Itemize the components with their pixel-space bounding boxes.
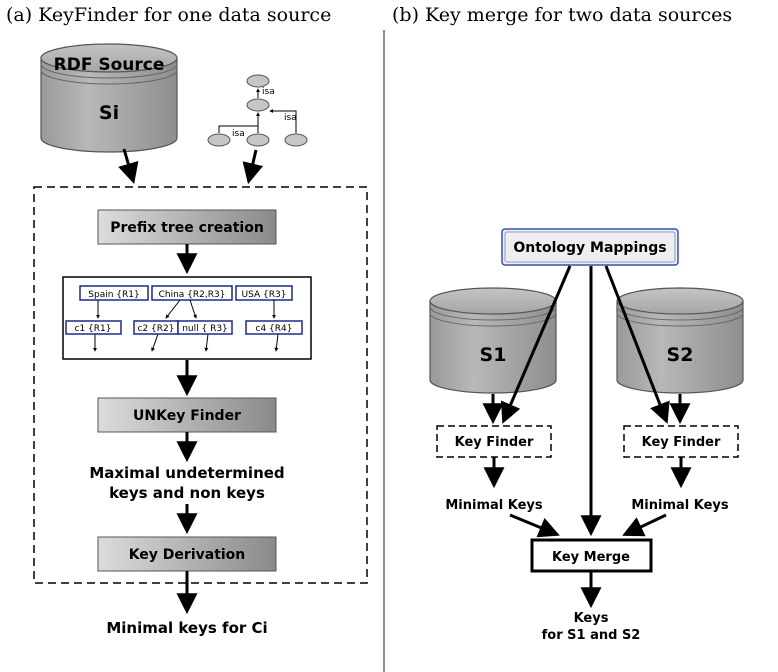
arrow-source-to-keyfinder <box>118 148 139 185</box>
isa-label: isa <box>262 87 275 97</box>
s2-label: S2 <box>667 344 694 366</box>
key-finder-right-box <box>623 425 739 458</box>
keyfinder-region <box>33 186 368 584</box>
s2-cylinder <box>616 287 744 394</box>
unkey-finder-box <box>97 397 277 433</box>
tree-node-usa: USA {R3} <box>242 290 287 300</box>
panel-b-caption: (b) Key merge for two data sources <box>392 4 732 26</box>
rdf-source-label: RDF Source <box>54 55 165 75</box>
key-merge-box <box>530 538 653 573</box>
arrow-ontology-to-keyfinder <box>242 149 264 185</box>
prefix-tree-creation-label: Prefix tree creation <box>110 220 264 236</box>
keys-output-line2: for S1 and S2 <box>542 628 641 643</box>
prefix-tree-level1 <box>79 285 293 301</box>
arrow-minkeys-right-to-merge <box>622 513 667 537</box>
unkey-finder-label: UNKey Finder <box>133 408 241 424</box>
rdf-source-cylinder <box>40 43 178 153</box>
source-si-label: Si <box>99 102 119 124</box>
prefix-tree-creation-box <box>97 209 277 245</box>
isa-label: isa <box>284 113 297 123</box>
tree-node-spain: Spain {R1} <box>88 290 139 300</box>
key-merge-label: Key Merge <box>552 550 630 565</box>
maximal-keys-text: keys and non keys <box>109 484 265 502</box>
keys-output-line1: Keys <box>574 611 609 626</box>
tree-node-null: null { R3} <box>182 324 228 334</box>
tree-node-china: China {R2,R3} <box>159 290 226 300</box>
ontology-mappings-box <box>501 228 679 266</box>
tree-node-c2: c2 {R2} <box>138 324 175 334</box>
minimal-keys-left: Minimal Keys <box>445 498 543 513</box>
tree-node-c4: c4 {R4} <box>256 324 293 334</box>
key-derivation-label: Key Derivation <box>129 547 246 563</box>
prefix-tree-edges <box>93 299 279 352</box>
panel-a-caption: (a) KeyFinder for one data source <box>6 4 331 26</box>
isa-label: isa <box>232 129 245 139</box>
tree-node-c1: c1 {R1} <box>75 324 112 334</box>
maximal-keys-text: Maximal undetermined <box>89 464 284 482</box>
ontology-mappings-label: Ontology Mappings <box>513 240 666 256</box>
s1-label: S1 <box>480 344 507 366</box>
key-derivation-box <box>97 536 277 572</box>
arrow-mapping-to-keyfinder-right <box>604 265 670 424</box>
minimal-keys-output: Minimal keys for Ci <box>106 619 267 637</box>
ontology-isa-graph <box>207 74 308 147</box>
key-finder-right-label: Key Finder <box>642 435 721 450</box>
arrow-mapping-to-keyfinder-left <box>500 265 572 424</box>
key-finder-left-label: Key Finder <box>455 435 534 450</box>
key-finder-left-box <box>436 425 552 458</box>
prefix-tree-level2 <box>65 320 303 335</box>
arrow-minkeys-left-to-merge <box>509 513 560 538</box>
ontology-mappings-inner <box>504 231 676 263</box>
minimal-keys-right: Minimal Keys <box>631 498 729 513</box>
